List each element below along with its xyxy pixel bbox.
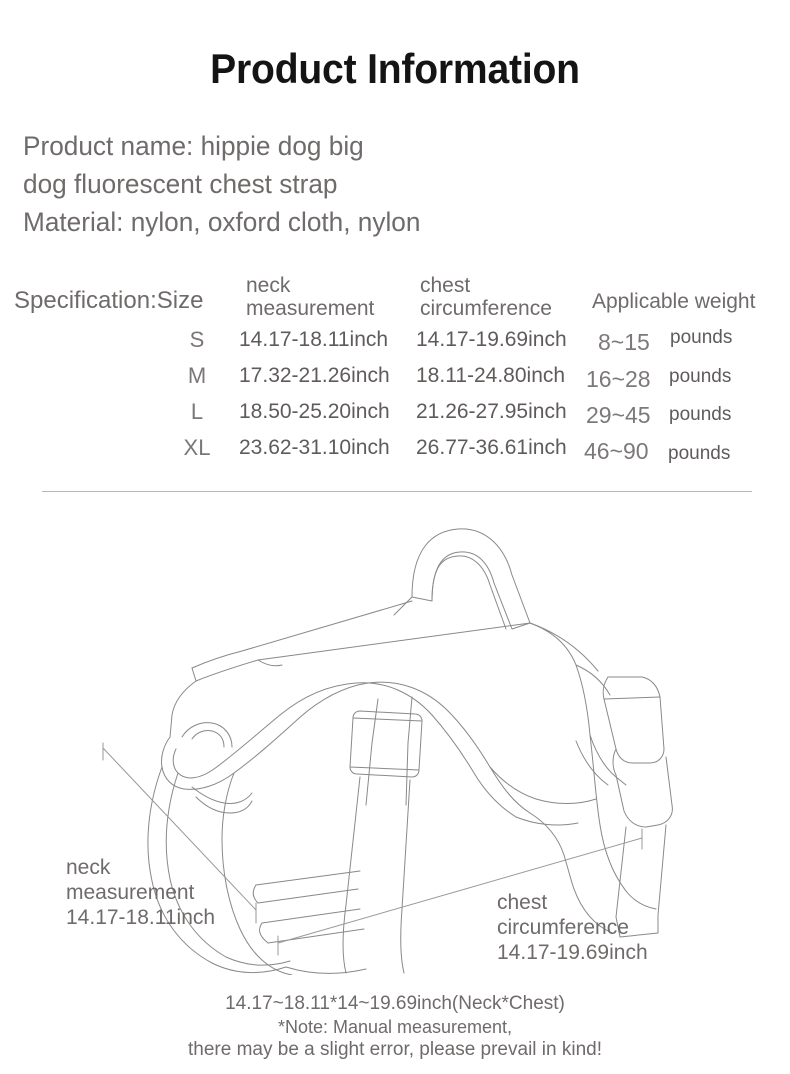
- cell-weight-unit: pounds: [668, 443, 731, 464]
- footer-note-line: *Note: Manual measurement,: [277, 1017, 513, 1037]
- cell-chest: 26.77-36.61inch: [416, 436, 567, 459]
- product-name-line-2: dog fluorescent chest strap: [23, 169, 338, 199]
- cell-weight: 16~28: [586, 366, 651, 392]
- cell-neck: 23.62-31.10inch: [239, 436, 390, 459]
- cell-chest: 21.26-27.95inch: [416, 400, 567, 423]
- cell-neck: 14.17-18.11inch: [239, 328, 389, 351]
- cell-neck: 18.50-25.20inch: [239, 400, 390, 423]
- table-row: M 17.32-21.26inch 18.11-24.80inch 16~28 …: [0, 363, 790, 398]
- cell-neck: 17.32-21.26inch: [239, 364, 390, 387]
- footer-note: 14.17~18.11*14~19.69inch(Neck*Chest) *No…: [0, 992, 790, 1062]
- footer-size-summary: 14.17~18.11*14~19.69inch(Neck*Chest): [225, 993, 565, 1014]
- cell-weight: 29~45: [586, 402, 651, 428]
- table-row: S 14.17-18.11inch 14.17-19.69inch 8~15 p…: [0, 327, 790, 362]
- cell-weight: 46~90: [584, 438, 649, 464]
- spec-header-applicable-weight: Applicable weight: [592, 290, 756, 313]
- cell-size: XL: [183, 435, 211, 460]
- material-line: Material: nylon, oxford cloth, nylon: [23, 207, 421, 237]
- section-divider: [42, 491, 752, 492]
- spec-header-size: Specification:Size: [14, 287, 204, 314]
- cell-chest: 18.11-24.80inch: [416, 364, 566, 387]
- table-row: L 18.50-25.20inch 21.26-27.95inch 29~45 …: [0, 399, 790, 434]
- product-description: Product name: hippie dog big dog fluores…: [23, 127, 605, 241]
- product-name-line-1: Product name: hippie dog big: [23, 131, 364, 161]
- cell-size: M: [187, 363, 207, 388]
- spec-header-chest-circumference: chest circumference: [420, 274, 552, 320]
- cell-weight: 8~15: [598, 329, 650, 355]
- page-title: Product Information: [210, 45, 580, 92]
- cell-weight-unit: pounds: [669, 404, 732, 425]
- spec-header-neck-measurement: neck measurement: [246, 274, 375, 320]
- specification-table: Specification:Size neck measurement ches…: [0, 270, 790, 480]
- chest-dimension-line: [277, 828, 643, 956]
- dog-harness-illustration: [60, 505, 740, 975]
- cell-weight-unit: pounds: [670, 327, 733, 348]
- chest-circumference-annotation: chest circumference 14.17-19.69inch: [497, 891, 648, 964]
- cell-size: S: [189, 327, 205, 352]
- harness-line-art: [102, 528, 673, 975]
- neck-dimension-line: [102, 742, 257, 924]
- cell-size: L: [190, 399, 204, 424]
- table-row: XL 23.62-31.10inch 26.77-36.61inch 46~90…: [0, 435, 790, 470]
- neck-measurement-annotation: neck measurement 14.17-18.11inch: [66, 856, 216, 929]
- cell-weight-unit: pounds: [669, 366, 732, 387]
- footer-disclaimer-line: there may be a slight error, please prev…: [188, 1039, 602, 1060]
- cell-chest: 14.17-19.69inch: [416, 328, 567, 351]
